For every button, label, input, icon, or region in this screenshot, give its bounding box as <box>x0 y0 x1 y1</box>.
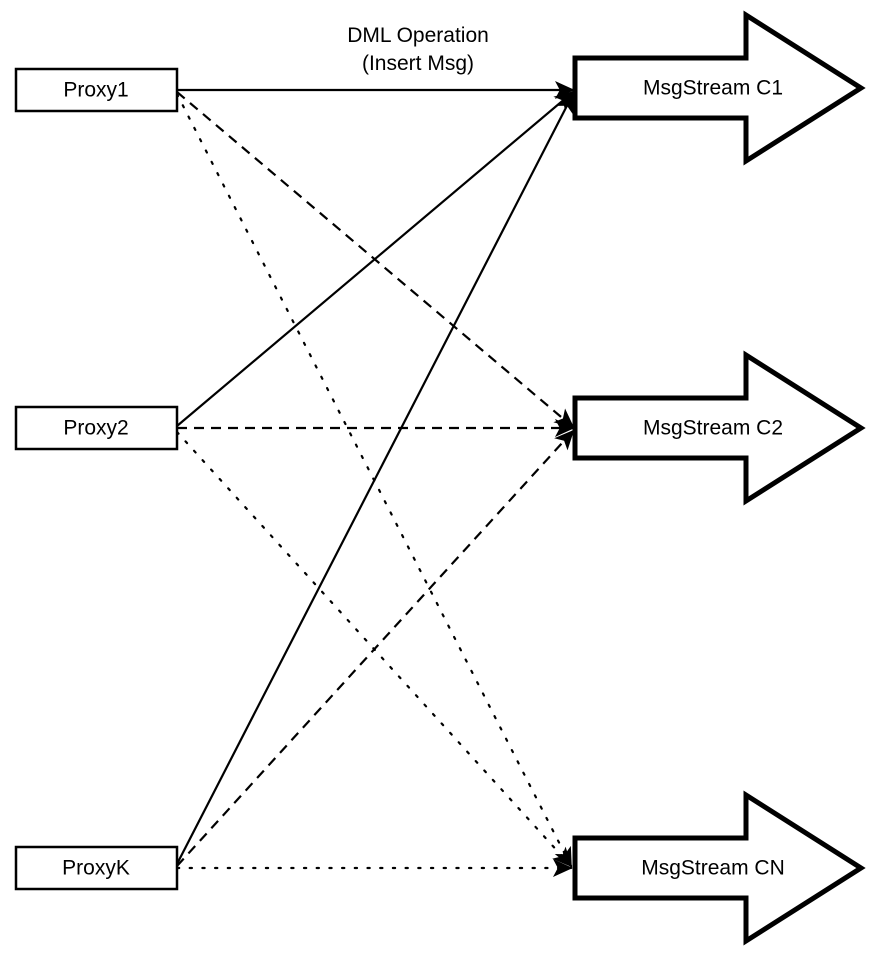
annotation-dml-operation: DML Operation (Insert Msg) <box>347 24 489 75</box>
connector-proxyk-to-c2 <box>176 429 575 867</box>
block-arrow-shape <box>572 790 866 946</box>
connector-proxy2-to-c1 <box>176 90 575 427</box>
proxy-box-outline <box>14 845 179 891</box>
links-layer <box>175 80 575 878</box>
stream-label: MsgStream C1 <box>643 77 783 100</box>
annotation-line-2: (Insert Msg) <box>362 52 474 75</box>
stream-label: MsgStream C2 <box>643 417 783 440</box>
proxy-label: Proxy1 <box>63 79 128 102</box>
stream-label: MsgStream CN <box>641 857 785 880</box>
proxy-box-outline <box>14 405 179 451</box>
block-arrow-shape <box>572 10 866 166</box>
stream-msgstream-cn[interactable]: MsgStream CN <box>572 790 866 946</box>
stream-msgstream-c1[interactable]: MsgStream C1 <box>572 10 866 166</box>
connector-proxyk-to-c1 <box>176 92 574 865</box>
node-proxy2[interactable]: Proxy2 <box>14 405 179 451</box>
stream-msgstream-c2[interactable]: MsgStream C2 <box>572 350 866 506</box>
annotations-layer: DML Operation (Insert Msg) <box>347 24 489 75</box>
connector-line-solid <box>176 92 574 865</box>
proxy-label: ProxyK <box>62 857 130 880</box>
connector-line-solid <box>176 90 575 427</box>
node-proxy1[interactable]: Proxy1 <box>14 67 179 113</box>
proxy-box-outline <box>14 67 179 113</box>
streams-layer: MsgStream C1 MsgStream C2 MsgStream CN <box>572 10 866 946</box>
node-proxyk[interactable]: ProxyK <box>14 845 179 891</box>
proxy-label: Proxy2 <box>63 417 128 440</box>
connector-line-dashed <box>176 429 575 867</box>
block-arrow-shape <box>572 350 866 506</box>
annotation-line-1: DML Operation <box>347 24 489 47</box>
